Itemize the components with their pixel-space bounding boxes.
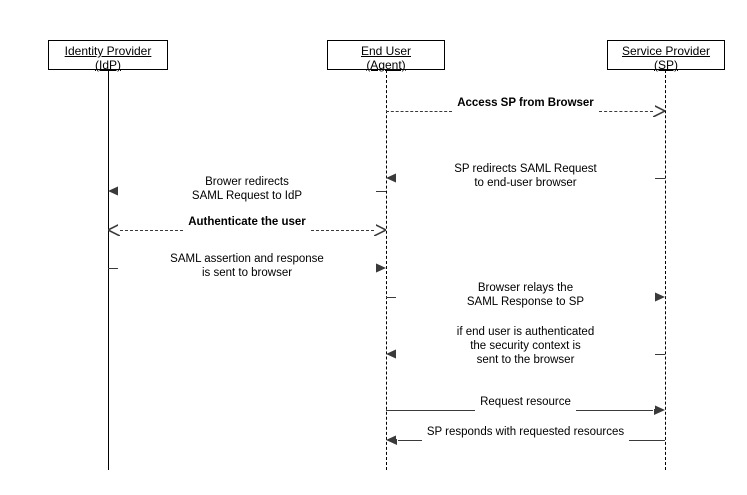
message-line-right-m8 <box>575 410 653 411</box>
arrowhead-filled-left-m7 <box>386 349 397 359</box>
arrowhead-open-left-m4 <box>108 224 120 236</box>
arrowhead-open-right-m4 <box>374 224 386 236</box>
lifeline-idp <box>108 70 109 470</box>
actor-service-provider-line2: (SP) <box>654 58 678 72</box>
actor-box-end-user[interactable]: End User (Agent) <box>327 40 445 72</box>
message-label-m4: Authenticate the user <box>118 215 376 229</box>
arrowhead-open-right-m1 <box>653 105 665 117</box>
message-line-left-m4 <box>120 230 184 231</box>
message-line-right-m1 <box>598 111 653 112</box>
actor-box-service-provider[interactable]: Service Provider (SP) <box>607 40 725 72</box>
message-label-m5: SAML assertion and response is sent to b… <box>118 252 376 280</box>
message-line-left-m9 <box>398 440 422 441</box>
arrowhead-filled-left-m3 <box>108 186 119 196</box>
lifeline-sp <box>665 70 666 470</box>
actor-service-provider-line1: Service Provider <box>621 44 711 58</box>
message-line-right-m9 <box>629 440 665 441</box>
message-label-m6: Browser relays the SAML Response to SP <box>396 281 655 309</box>
message-label-m2: SP redirects SAML Request to end-user br… <box>396 162 655 190</box>
message-label-m3: Brower redirects SAML Request to IdP <box>118 175 376 203</box>
message-label-m9: SP responds with requested resources <box>396 425 655 439</box>
message-label-m7: if end user is authenticated the securit… <box>396 325 655 367</box>
lifeline-enduser <box>386 70 387 470</box>
arrowhead-filled-right-m8 <box>654 405 665 415</box>
arrowhead-filled-right-m5 <box>375 263 386 273</box>
message-label-m8: Request resource <box>396 395 655 409</box>
actor-box-idp[interactable]: Identity Provider (IdP) <box>48 40 168 72</box>
actor-end-user-line1: End User <box>360 44 412 58</box>
arrowhead-filled-left-m9 <box>386 435 397 445</box>
message-line-left-m1 <box>386 111 453 112</box>
arrowhead-filled-right-m6 <box>654 292 665 302</box>
actor-end-user-line2: (Agent) <box>366 58 406 72</box>
actor-idp-line2: (IdP) <box>94 58 121 72</box>
message-label-m1: Access SP from Browser <box>396 96 655 110</box>
arrowhead-filled-left-m2 <box>386 173 397 183</box>
message-line-right-m4 <box>310 230 374 231</box>
message-line-left-m8 <box>386 410 476 411</box>
actor-idp-line1: Identity Provider <box>64 44 152 58</box>
